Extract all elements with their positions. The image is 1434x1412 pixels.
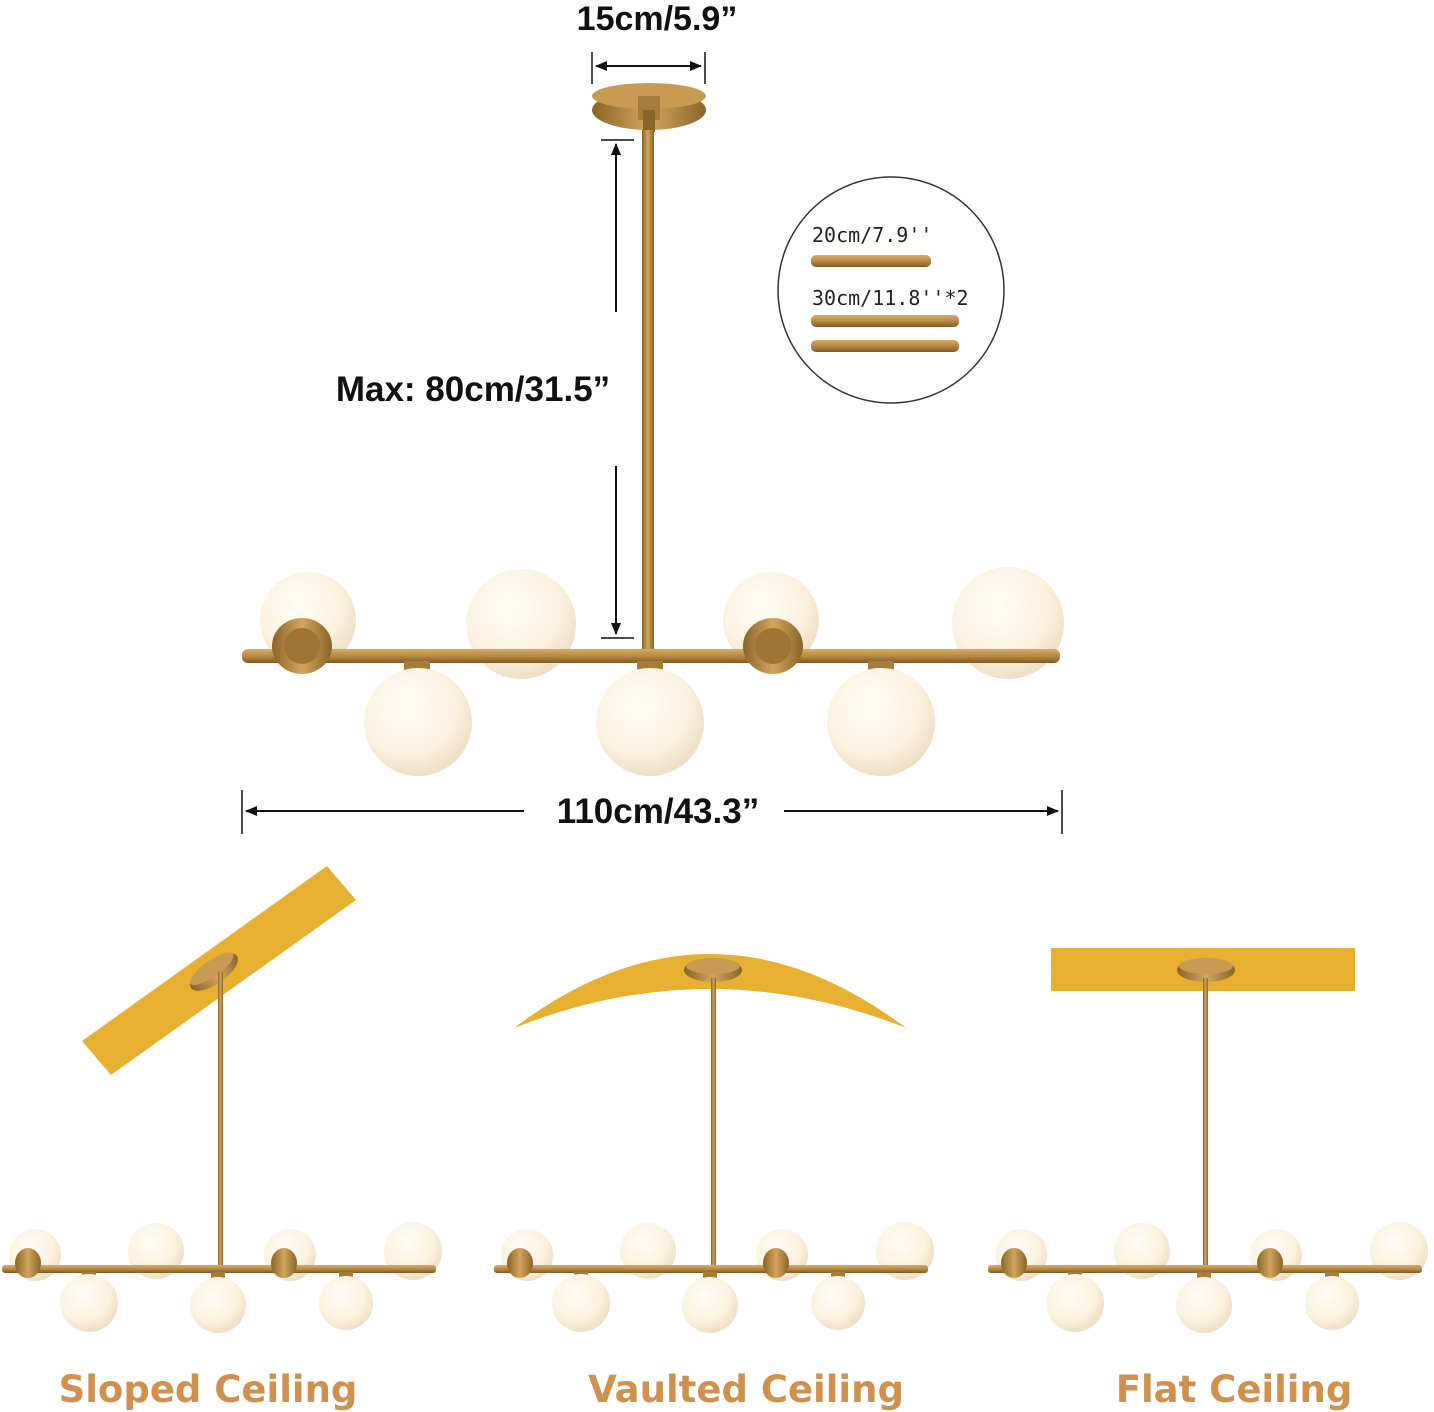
max-length-label: Max: 80cm/31.5” (336, 370, 610, 409)
extension-rods-callout: 20cm/7.9'' 30cm/11.8''*2 (777, 176, 1005, 404)
total-width-dimension: 110cm/43.3” (241, 790, 1063, 834)
vaulted-ceiling-caption: Vaulted Ceiling (588, 1368, 904, 1411)
extension-rod (811, 340, 959, 352)
flat-ceiling-illustration: Flat Ceiling (988, 948, 1428, 1411)
sloped-ceiling-illustration: Sloped Ceiling (2, 866, 442, 1411)
max-length-dimension: Max: 80cm/31.5” (336, 139, 634, 639)
down-rod (642, 130, 654, 660)
canopy-width-dimension: 15cm/5.9” (577, 0, 738, 84)
flat-ceiling-caption: Flat Ceiling (1116, 1368, 1353, 1411)
fixture-bar (242, 649, 1060, 663)
rod-short-label: 20cm/7.9'' (812, 223, 932, 247)
vaulted-ceiling (514, 954, 906, 1028)
total-width-label: 110cm/43.3” (557, 792, 759, 831)
vaulted-ceiling-illustration: Vaulted Ceiling (494, 954, 934, 1411)
globe (596, 668, 704, 776)
main-fixture: 15cm/5.9” Max: 80cm/31.5” (241, 0, 1064, 834)
sloped-ceiling-caption: Sloped Ceiling (59, 1368, 358, 1411)
rod-long-label: 30cm/11.8''*2 (812, 286, 969, 310)
extension-rod (811, 315, 959, 327)
extension-rod (811, 255, 931, 267)
canopy (592, 83, 706, 132)
globe (364, 668, 472, 776)
globe (827, 668, 935, 776)
canopy-width-label: 15cm/5.9” (577, 0, 738, 38)
